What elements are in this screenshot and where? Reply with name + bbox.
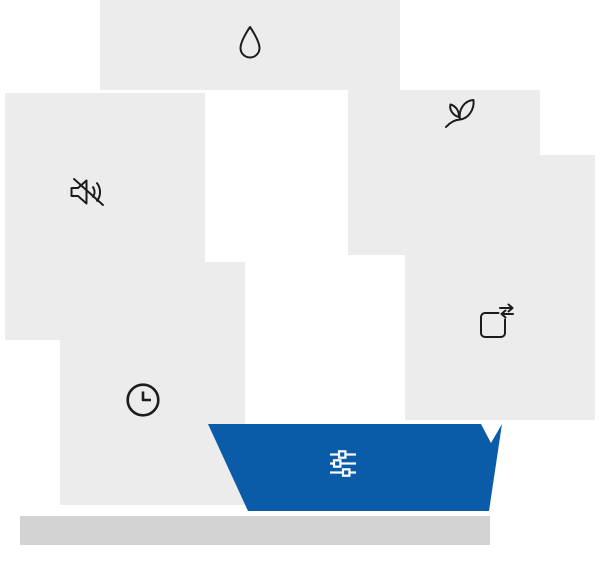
settings-sliders-icon [329,450,357,477]
tile-time[interactable] [60,262,245,505]
tile-water[interactable] [100,0,400,90]
eco-leaves-icon [438,97,476,131]
water-drop-icon [237,25,263,59]
remote-connect-icon [478,303,516,339]
bottom-bar [20,516,490,545]
clock-icon [125,382,161,418]
selected-program-banner[interactable] [205,424,503,512]
speaker-mute-icon [68,174,108,210]
banner-shape [208,424,502,511]
tile-remote[interactable] [405,155,595,420]
